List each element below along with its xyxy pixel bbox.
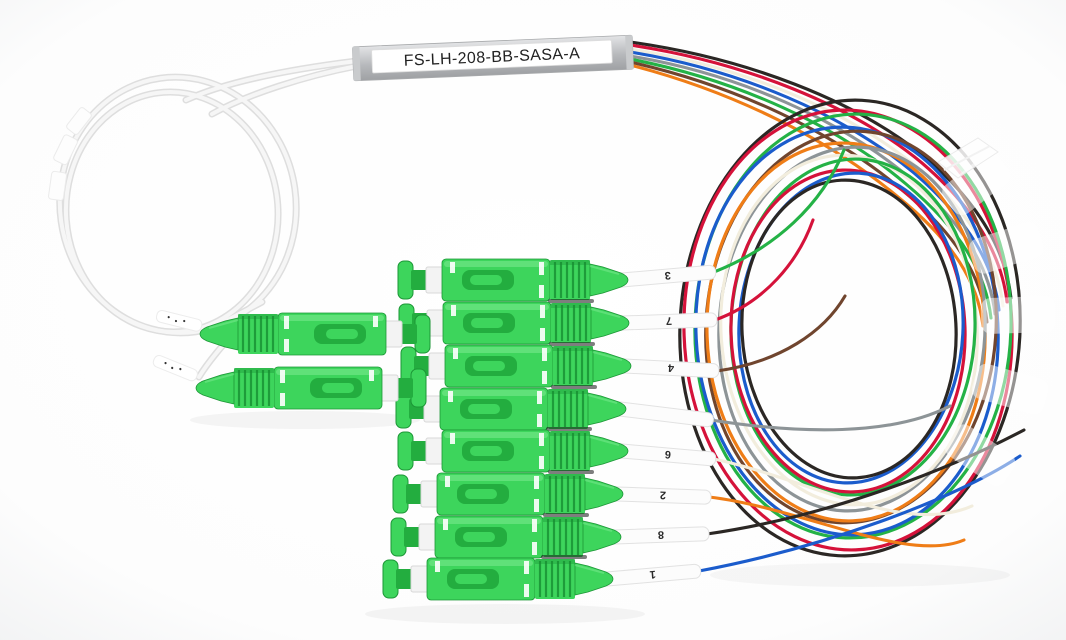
tube-end-right: [625, 35, 634, 70]
spiral-wrap: [937, 137, 1056, 486]
fiber-number: 6: [664, 448, 671, 460]
output-pigtail-tubes: 3 7 4 6 2 8 1: [600, 264, 720, 587]
soft-shadows: [190, 411, 645, 624]
fiber-number: 1: [649, 568, 656, 580]
gap-shadow: [546, 427, 592, 431]
fiber-number: 2: [660, 489, 667, 501]
fiber-number: 8: [658, 528, 665, 540]
pigtail-tube: 7: [616, 312, 718, 331]
pigtail-tube: 8: [608, 526, 710, 545]
splitter-body: FS-LH-208-BB-SASA-A: [352, 34, 634, 82]
gap-shadow: [548, 299, 594, 303]
output-connectors: [381, 257, 633, 602]
fiber-number: 4: [667, 361, 675, 373]
input-pigtail-tubes: [152, 309, 203, 382]
product-label: [371, 39, 613, 74]
gap-shadow: [551, 385, 597, 389]
fiber-number: 3: [664, 269, 671, 281]
gap-shadow: [541, 555, 587, 559]
gap-shadow: [548, 470, 594, 474]
tube-end-left: [352, 46, 361, 81]
coil-tape-wraps: [48, 107, 92, 201]
gap-shadow: [549, 342, 595, 346]
gap-shadow: [543, 513, 589, 517]
fiber-number: 7: [666, 314, 673, 326]
pigtail-tube: 2: [610, 486, 712, 505]
input-fiber-coil: [48, 57, 361, 382]
